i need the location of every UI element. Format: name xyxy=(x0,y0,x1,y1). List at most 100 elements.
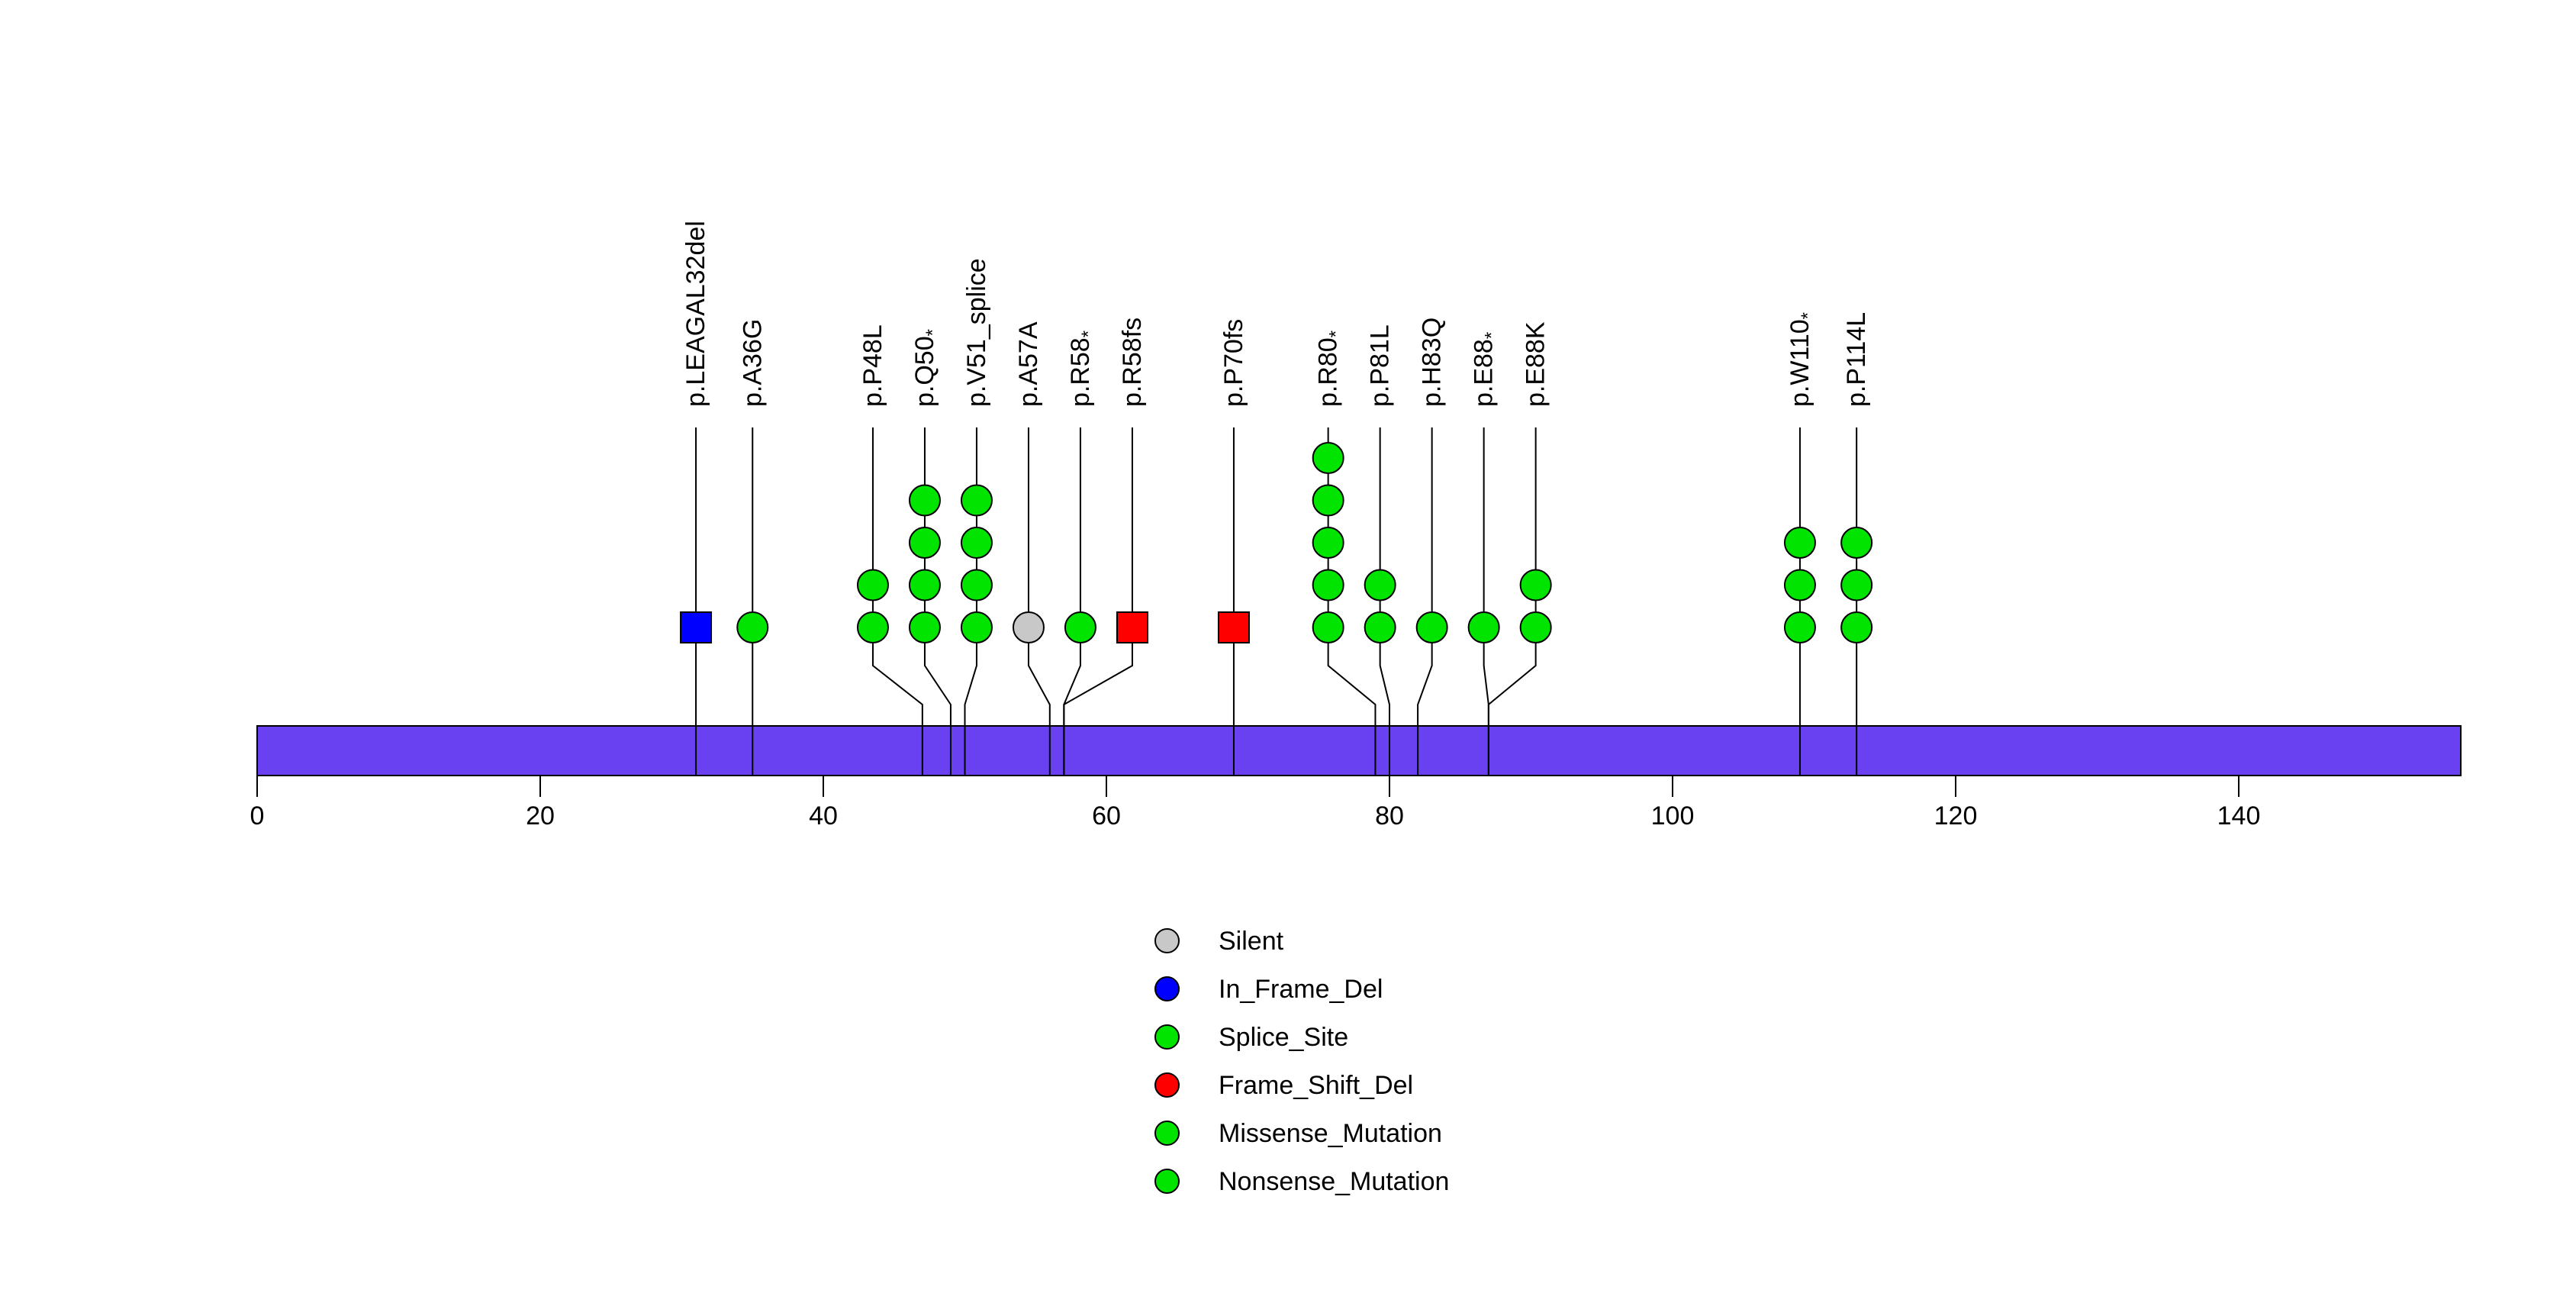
mutation-marker xyxy=(1467,611,1500,643)
legend-item-label: Splice_Site xyxy=(1219,1022,1349,1052)
legend-item: Frame_Shift_Del xyxy=(1154,1061,1449,1109)
mutation-stem xyxy=(1063,427,1133,776)
mutation-stem xyxy=(1379,427,1390,776)
mutation-marker xyxy=(908,484,941,517)
mutation-stem xyxy=(923,427,952,776)
axis-tick-label: 80 xyxy=(1375,801,1404,830)
mutation-stem xyxy=(1027,427,1051,776)
mutation-group: p.LEAGAL32del xyxy=(680,221,713,776)
mutation-marker xyxy=(736,611,769,643)
axis-tick-label: 60 xyxy=(1092,801,1121,830)
mutation-marker xyxy=(1312,611,1344,643)
mutation-label: p.P114L xyxy=(1842,312,1871,407)
legend-item-label: In_Frame_Del xyxy=(1219,974,1383,1004)
axis-tick-label: 100 xyxy=(1651,801,1695,830)
mutation-marker xyxy=(1116,611,1148,643)
mutation-marker xyxy=(908,569,941,601)
mutation-group: p.V51_splice xyxy=(960,258,993,776)
legend-item-label: Silent xyxy=(1219,926,1284,956)
mutation-marker xyxy=(1840,527,1873,559)
mutation-stem xyxy=(1063,427,1081,776)
mutation-marker xyxy=(1364,611,1396,643)
mutation-marker xyxy=(1415,611,1448,643)
mutation-marker xyxy=(856,569,889,601)
mutation-stem xyxy=(1487,427,1537,776)
mutation-label: p.V51_splice xyxy=(962,258,991,407)
mutation-label: p.A36G xyxy=(738,319,767,407)
silent-legend-swatch-icon xyxy=(1154,928,1180,953)
mutation-group: p.H83Q xyxy=(1415,318,1448,776)
mutation-label: p.A57A xyxy=(1014,321,1043,407)
mutation-stem xyxy=(1417,427,1433,776)
legend-item-label: Frame_Shift_Del xyxy=(1219,1070,1414,1100)
mutation-group: p.A57A xyxy=(1012,321,1051,776)
mutation-group: p.R80* xyxy=(1312,331,1377,776)
mutation-marker xyxy=(960,569,993,601)
mutation-label: p.P70fs xyxy=(1219,319,1248,407)
mutation-label: p.Q50* xyxy=(910,329,943,407)
mutation-marker xyxy=(1840,569,1873,601)
mutation-marker xyxy=(1840,611,1873,643)
mutation-group: p.E88* xyxy=(1467,332,1502,776)
mutation-group: p.P81L xyxy=(1364,324,1396,776)
mutation-label: p.R58fs xyxy=(1118,318,1147,407)
mutation-label: p.W110* xyxy=(1785,312,1818,407)
mutation-marker xyxy=(680,611,713,643)
mutation-label: p.R58* xyxy=(1066,331,1099,407)
nonsense-legend-swatch-icon xyxy=(1154,1169,1180,1194)
mutation-marker xyxy=(960,527,993,559)
mutation-marker xyxy=(1312,569,1344,601)
splice-site-legend-swatch-icon xyxy=(1154,1024,1180,1050)
legend-item-label: Missense_Mutation xyxy=(1219,1118,1442,1148)
legend-item: Missense_Mutation xyxy=(1154,1109,1449,1157)
mutation-marker xyxy=(1783,611,1816,643)
axis-tick-label: 20 xyxy=(526,801,555,830)
legend-item: Splice_Site xyxy=(1154,1013,1449,1061)
frame-shift-del-legend-swatch-icon xyxy=(1154,1072,1180,1098)
axis-tick-label: 120 xyxy=(1934,801,1978,830)
legend-item: Silent xyxy=(1154,917,1449,965)
mutation-group: p.A36G xyxy=(736,319,769,776)
mutation-group: p.P48L xyxy=(856,324,923,776)
mutation-label: p.P48L xyxy=(858,324,887,407)
mutation-group: p.W110* xyxy=(1783,312,1818,776)
mutation-label: p.E88K xyxy=(1521,321,1550,407)
mutation-marker xyxy=(1312,527,1344,559)
legend-item-label: Nonsense_Mutation xyxy=(1219,1166,1450,1196)
mutation-marker xyxy=(1312,484,1344,517)
mutation-marker xyxy=(1364,569,1396,601)
mutation-label: p.R80* xyxy=(1314,331,1347,407)
mutation-label: p.E88* xyxy=(1470,332,1502,407)
mutation-stem xyxy=(964,427,977,776)
mutation-marker xyxy=(1064,611,1096,643)
mutation-marker xyxy=(856,611,889,643)
legend: Silent In_Frame_Del Splice_Site Frame_Sh… xyxy=(1154,917,1449,1205)
mutation-marker xyxy=(1012,611,1045,643)
mutation-group: p.P70fs xyxy=(1217,319,1250,776)
mutation-marker xyxy=(1519,569,1552,601)
mutation-marker xyxy=(1519,611,1552,643)
mutation-marker xyxy=(1783,569,1816,601)
mutation-group: p.E88K xyxy=(1487,321,1552,776)
legend-item: Nonsense_Mutation xyxy=(1154,1157,1449,1205)
mutation-label: p.P81L xyxy=(1366,324,1395,407)
mutation-group: p.Q50* xyxy=(908,329,952,776)
mutation-group: p.P114L xyxy=(1840,312,1873,776)
mutation-label: p.LEAGAL32del xyxy=(681,221,710,407)
mutation-stem xyxy=(1327,427,1377,776)
mutation-marker xyxy=(908,527,941,559)
axis-tick-label: 40 xyxy=(809,801,838,830)
mutation-stem xyxy=(871,427,923,776)
mutation-label: p.H83Q xyxy=(1418,318,1447,407)
protein-bar xyxy=(256,725,2462,776)
mutation-marker xyxy=(1783,527,1816,559)
mutation-marker xyxy=(908,611,941,643)
mutation-marker xyxy=(960,484,993,517)
in-frame-del-legend-swatch-icon xyxy=(1154,976,1180,1001)
mutation-group: p.R58fs xyxy=(1063,318,1148,776)
legend-item: In_Frame_Del xyxy=(1154,965,1449,1013)
mutation-marker xyxy=(960,611,993,643)
missense-legend-swatch-icon xyxy=(1154,1121,1180,1146)
